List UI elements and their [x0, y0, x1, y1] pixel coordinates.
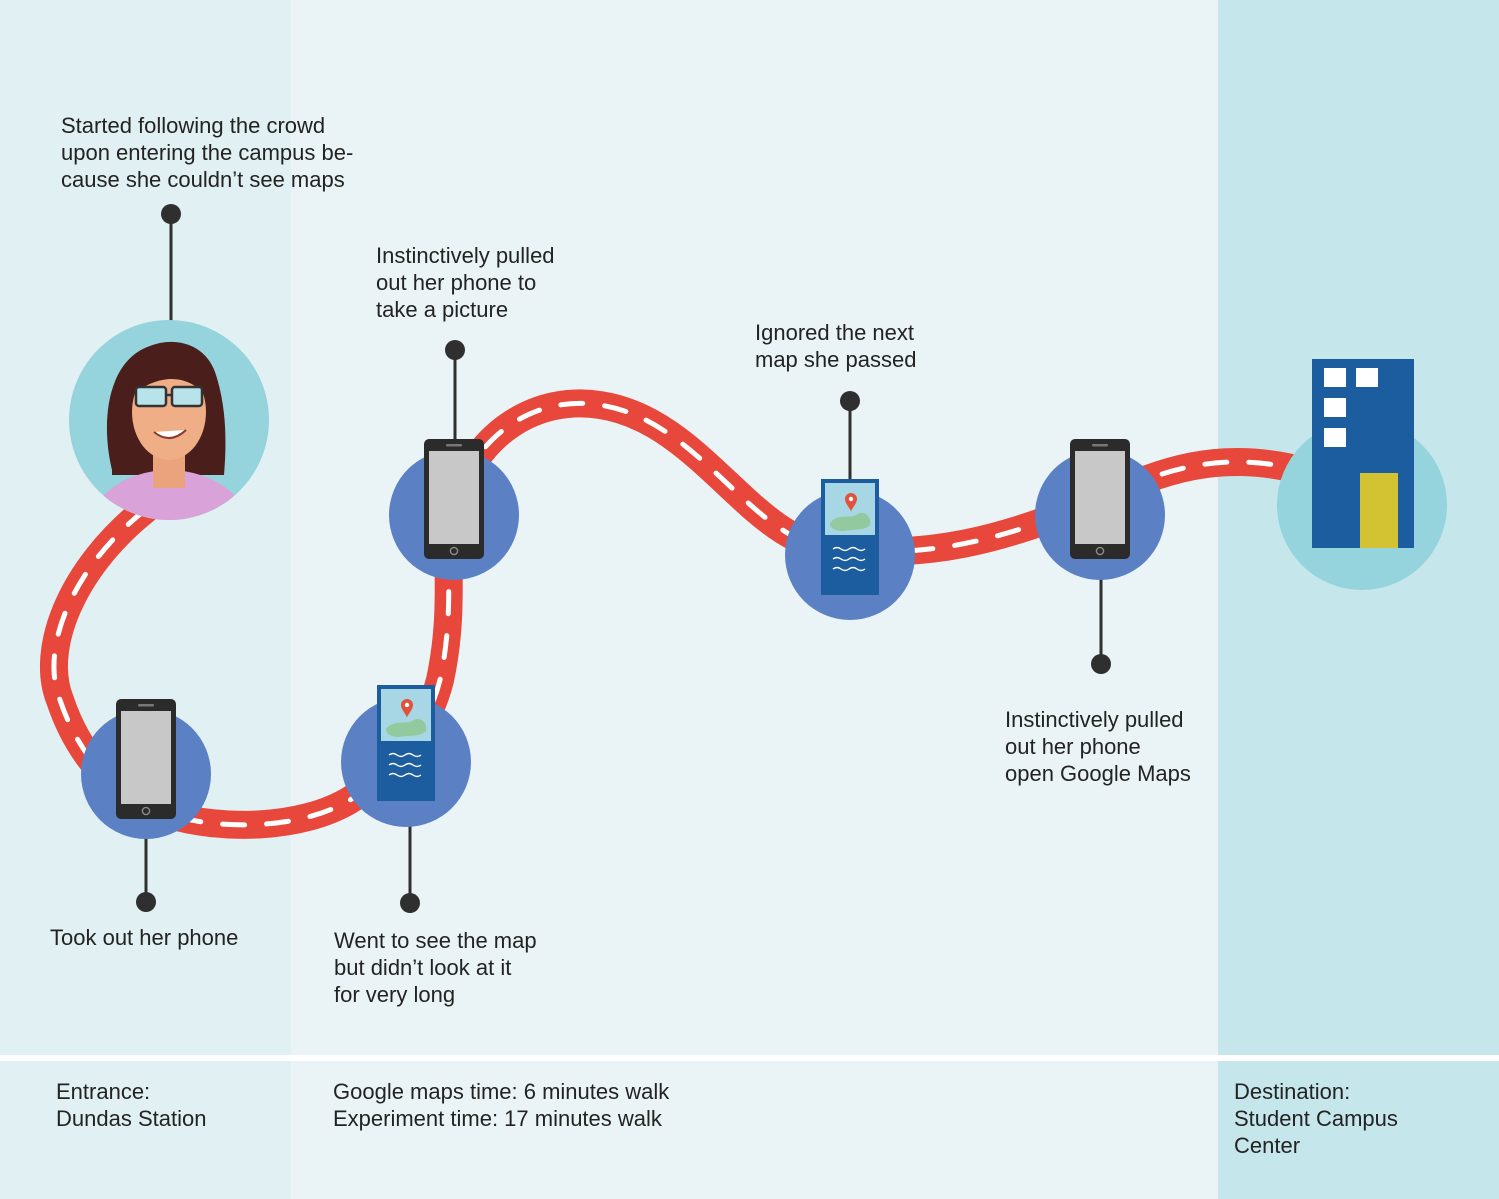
annotation-picture: Instinctively pulled out her phone to ta… [376, 243, 555, 322]
annotation-crowd: Started following the crowd upon enterin… [61, 113, 354, 192]
map-sign-icon [820, 478, 880, 596]
map-node-ignored-map [785, 478, 915, 620]
connector-dot-saw-map [400, 893, 420, 913]
phone-node-google-maps [1035, 438, 1165, 580]
annotation-saw-map: Went to see the map but didn’t look at i… [334, 928, 537, 1007]
connector-dot-crowd [161, 204, 181, 224]
footer-divider [0, 1055, 1499, 1061]
smartphone-icon [423, 438, 485, 560]
connector-dot-took-phone [136, 892, 156, 912]
footer-entrance-panel [0, 1061, 291, 1199]
footer-times-label: Google maps time: 6 minutes walk Experim… [333, 1079, 670, 1131]
map-node-saw-map [341, 684, 471, 827]
woman-avatar-icon [69, 320, 269, 520]
smartphone-icon [1069, 438, 1131, 560]
connector-dot-google-maps [1091, 654, 1111, 674]
smartphone-icon [115, 698, 177, 820]
annotation-google-maps: Instinctively pulled out her phone open … [1005, 707, 1191, 786]
annotation-ignored-map: Ignored the next map she passed [755, 320, 917, 372]
footer-entrance-label: Entrance: Dundas Station [56, 1079, 207, 1131]
map-sign-icon [376, 684, 436, 802]
connector-dot-ignored-map [840, 391, 860, 411]
annotation-took-phone: Took out her phone [50, 925, 239, 950]
journey-path-dashes [51, 400, 1303, 828]
phone-node-picture [389, 438, 519, 580]
building-icon [1277, 359, 1447, 590]
phone-node-took-phone [81, 698, 211, 839]
connector-dot-picture [445, 340, 465, 360]
footer-destination-label: Destination: Student Campus Center [1234, 1079, 1398, 1158]
footer-times-panel [291, 1061, 1218, 1199]
footer-destination-panel [1218, 1061, 1499, 1199]
connector-lines [136, 204, 1111, 913]
